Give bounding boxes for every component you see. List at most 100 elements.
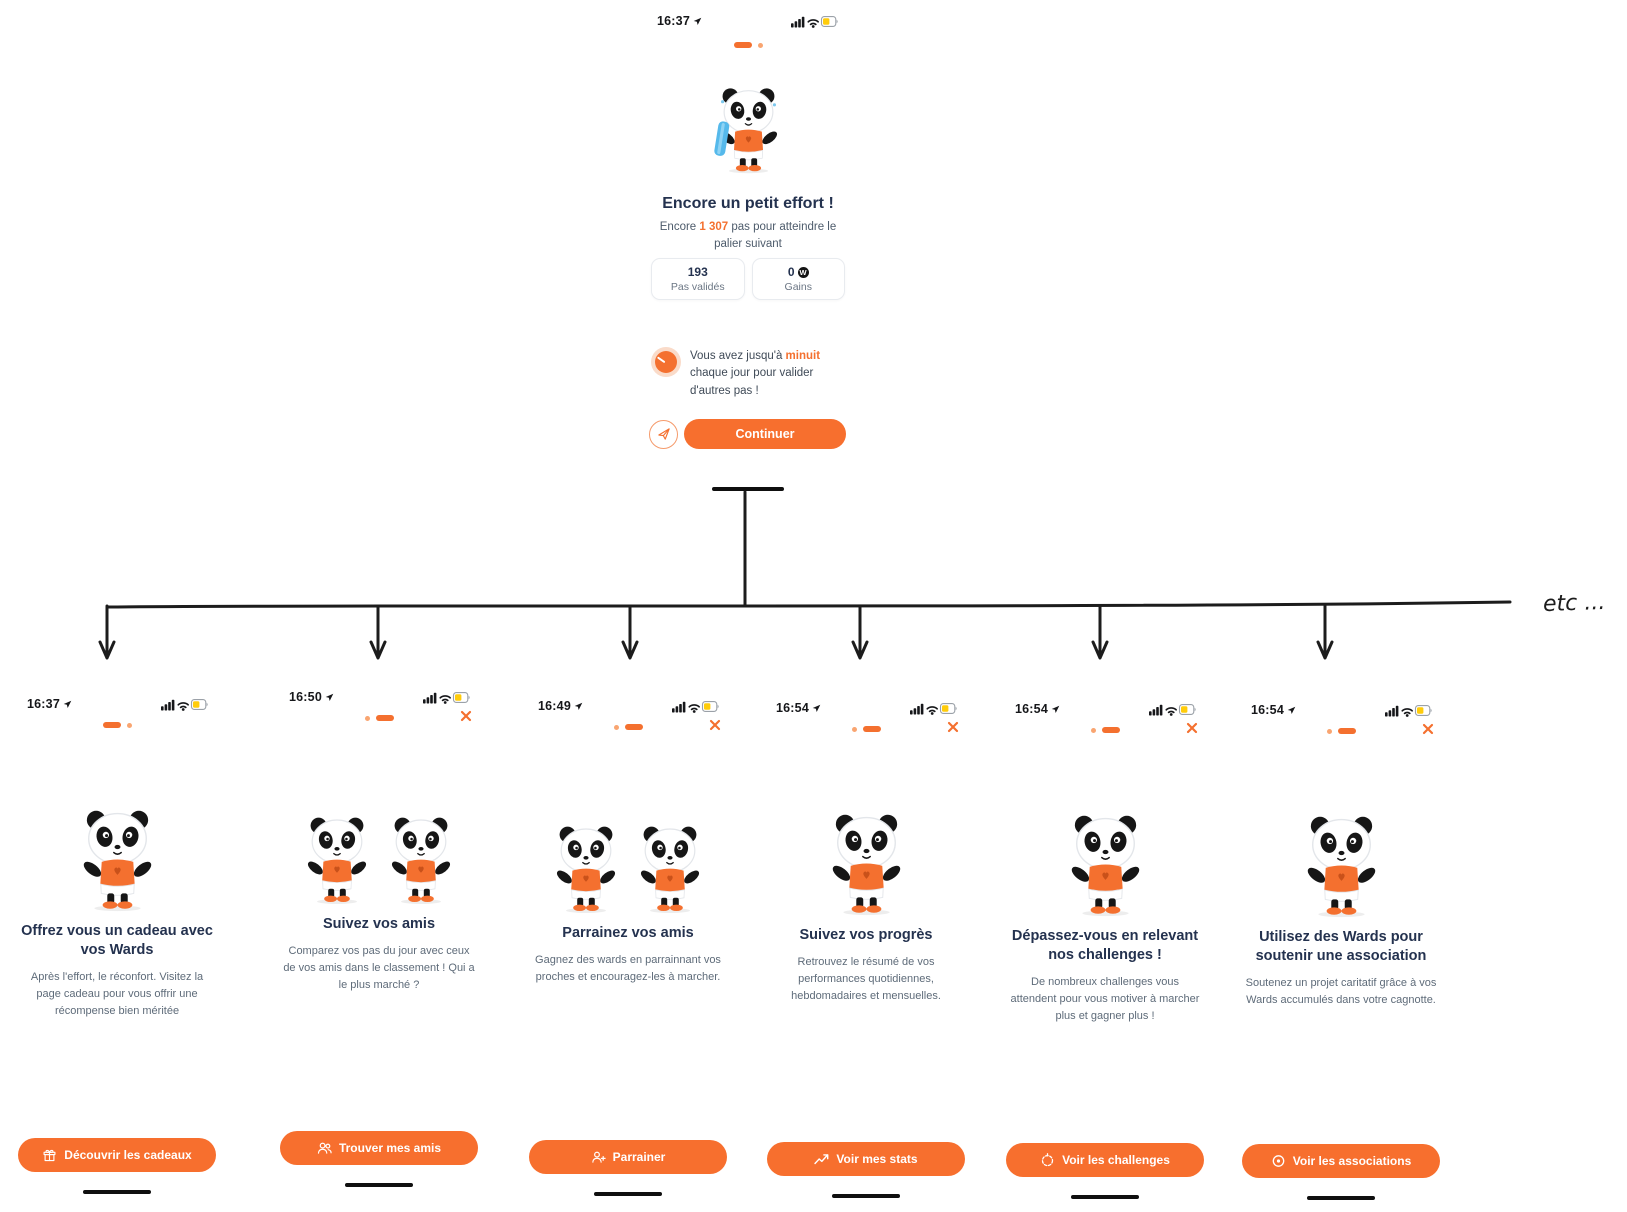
close-icon[interactable] <box>709 719 721 731</box>
signal-wifi-battery-icons <box>910 702 958 715</box>
status-bar: 16:54 <box>1241 702 1441 718</box>
action-button[interactable]: Parrainer <box>529 1140 727 1174</box>
home-indicator[interactable] <box>712 487 784 491</box>
close-icon[interactable] <box>460 710 472 722</box>
progress-indicator <box>1241 728 1441 734</box>
action-button[interactable]: Voir mes stats <box>767 1142 965 1176</box>
text-block: Offrez vous un cadeau avec vos Wards Apr… <box>17 922 217 1020</box>
status-bar: 16:37 <box>17 696 217 712</box>
status-bar: 16:37 <box>649 13 847 29</box>
screen-title: Offrez vous un cadeau avec vos Wards <box>21 923 213 958</box>
validated-steps-value: 193 <box>687 265 708 279</box>
main-title: Encore un petit effort ! <box>662 195 834 212</box>
progress-dash <box>1101 727 1120 733</box>
progress-dash <box>733 42 752 48</box>
progress-dot <box>1090 727 1096 733</box>
location-arrow-icon <box>574 702 583 711</box>
home-indicator[interactable] <box>1307 1196 1375 1200</box>
progress-dot <box>126 722 132 728</box>
screen-description: Comparez vos pas du jour avec ceux de vo… <box>283 944 475 991</box>
progress-dot <box>851 726 857 732</box>
status-time: 16:37 <box>657 14 702 28</box>
status-time: 16:37 <box>27 697 72 711</box>
continue-button[interactable]: Continuer <box>684 419 846 449</box>
target-icon <box>1040 1153 1055 1167</box>
status-bar: 16:54 <box>1005 701 1205 717</box>
main-subtitle: Encore 1 307 pas pour atteindre le palie… <box>659 221 837 251</box>
mini-screen: 16:54 Utilisez des Wards pour soutenir u… <box>1241 702 1441 1206</box>
progress-dot <box>757 42 763 48</box>
screen-description: De nombreux challenges vous attendent po… <box>1010 975 1200 1022</box>
user-group-icon <box>317 1141 332 1155</box>
midnight-notice: Vous avez jusqu'à minuit chaque jour pou… <box>651 347 847 400</box>
paper-plane-icon <box>657 428 670 440</box>
home-indicator[interactable] <box>345 1183 413 1187</box>
action-button[interactable]: Trouver mes amis <box>280 1131 478 1165</box>
status-bar: 16:54 <box>766 700 966 716</box>
progress-dash <box>102 722 121 728</box>
progress-dot <box>364 715 370 721</box>
action-button[interactable]: Découvrir les cadeaux <box>18 1138 216 1172</box>
panda-illustration <box>1241 804 1441 918</box>
mini-screen: 16:50 Suivez vos amis Comparez vos pas <box>279 689 479 1193</box>
screen-title: Suivez vos progrès <box>799 927 933 943</box>
home-indicator[interactable] <box>832 1194 900 1198</box>
steps-remaining-value: 1 307 <box>699 221 729 233</box>
progress-dash <box>375 715 394 721</box>
mini-screen: 16:54 Suivez vos progrès Retrouvez le r <box>766 700 966 1204</box>
gains-card: 0 W Gains <box>751 258 845 300</box>
status-time: 16:54 <box>776 701 821 715</box>
mini-screen: 16:49 Parrainez vos amis Gagnez des war <box>528 698 728 1202</box>
validated-steps-label: Pas validés <box>670 281 725 293</box>
panda-towel-illustration <box>649 86 847 174</box>
progress-dash <box>1337 728 1356 734</box>
panda-illustration <box>279 791 479 905</box>
screen-description: Retrouvez le résumé de vos performances … <box>791 955 941 1002</box>
panda-illustration <box>528 800 728 914</box>
share-button[interactable] <box>649 419 678 449</box>
gains-value: 0 W <box>787 265 809 279</box>
progress-indicator <box>766 726 966 732</box>
progress-indicator <box>17 722 217 728</box>
status-time: 16:54 <box>1251 703 1296 717</box>
trend-up-icon <box>814 1152 829 1166</box>
panda-illustration <box>1005 803 1205 917</box>
action-button[interactable]: Voir les associations <box>1242 1144 1440 1178</box>
home-indicator[interactable] <box>83 1190 151 1194</box>
close-icon[interactable] <box>1186 722 1198 734</box>
circle-dot-icon <box>1271 1154 1286 1168</box>
home-indicator[interactable] <box>1071 1195 1139 1199</box>
close-icon[interactable] <box>947 721 959 733</box>
signal-wifi-battery-icons <box>672 700 720 713</box>
action-button[interactable]: Voir les challenges <box>1006 1143 1204 1177</box>
progress-dot <box>613 724 619 730</box>
status-time: 16:49 <box>538 699 583 713</box>
cta-row: Continuer <box>649 419 846 449</box>
progress-indicator <box>1005 727 1205 733</box>
midnight-notice-text: Vous avez jusqu'à minuit chaque jour pou… <box>690 350 821 397</box>
mini-screen: 16:37 Offrez vous un cadeau avec vos War… <box>17 696 217 1200</box>
status-time: 16:54 <box>1015 702 1060 716</box>
progress-dash <box>624 724 643 730</box>
signal-wifi-battery-icons <box>161 698 209 711</box>
text-block: Suivez vos amis Comparez vos pas du jour… <box>279 915 479 994</box>
home-indicator[interactable] <box>594 1192 662 1196</box>
main-screen: 16:37 Encore un petit effort ! Encore 1 … <box>649 0 847 500</box>
gains-label: Gains <box>784 281 812 293</box>
stat-cards: 193 Pas validés 0 W Gains <box>651 258 845 300</box>
progress-dot <box>1326 728 1332 734</box>
progress-indicator <box>279 715 479 721</box>
flow-arrows <box>98 490 1512 660</box>
location-arrow-icon <box>1051 705 1060 714</box>
location-arrow-icon <box>693 17 702 26</box>
mini-screen: 16:54 Dépassez-vous en relevant nos chal… <box>1005 701 1205 1205</box>
status-time: 16:50 <box>289 690 334 704</box>
close-icon[interactable] <box>1422 723 1434 735</box>
progress-indicator <box>649 42 847 48</box>
panda-illustration <box>766 802 966 916</box>
screen-title: Utilisez des Wards pour soutenir une ass… <box>1255 929 1427 964</box>
location-arrow-icon <box>812 704 821 713</box>
text-block: Utilisez des Wards pour soutenir une ass… <box>1241 928 1441 1009</box>
status-bar: 16:49 <box>528 698 728 714</box>
